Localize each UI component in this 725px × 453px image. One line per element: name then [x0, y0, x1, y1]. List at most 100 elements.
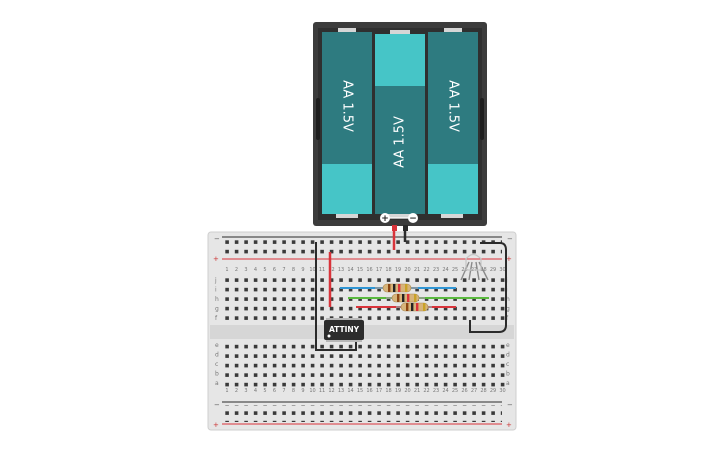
cell-2-label: AA 1.5V [393, 116, 408, 168]
column-number-23-top: 23 [433, 267, 439, 273]
column-number-10-bottom: 10 [309, 388, 315, 394]
column-number-7-top: 7 [282, 267, 285, 273]
column-number-29-top: 29 [490, 267, 496, 273]
column-number-11-bottom: 11 [319, 388, 325, 394]
column-number-16-top: 16 [366, 267, 372, 273]
rgb-led[interactable] [460, 253, 489, 281]
bottom-power-rail[interactable]: − − + + [213, 401, 513, 429]
column-number-24-bottom: 24 [442, 388, 448, 394]
negative-terminal-icon[interactable] [408, 213, 418, 223]
black-wire-ground-loop[interactable] [315, 242, 357, 351]
column-number-16-bottom: 16 [366, 388, 372, 394]
resistor-1[interactable] [375, 283, 418, 293]
red-lead-connector [392, 225, 397, 231]
column-number-7-bottom: 7 [282, 388, 285, 394]
column-number-25-top: 25 [452, 267, 458, 273]
row-letter-c-left: c [215, 361, 218, 368]
positive-terminal-icon[interactable] [380, 213, 390, 223]
row-letter-h-right: h [506, 296, 510, 303]
column-number-15-bottom: 15 [357, 388, 363, 394]
column-number-8-top: 8 [292, 267, 295, 273]
bottom-rail-plus-right: + [506, 421, 512, 429]
column-number-22-bottom: 22 [423, 388, 429, 394]
column-number-26-top: 26 [461, 267, 467, 273]
bottom-rail-plus-left: + [213, 421, 219, 429]
top-rail-holes[interactable] [222, 240, 502, 257]
column-number-3-bottom: 3 [244, 388, 247, 394]
column-number-13-top: 13 [338, 267, 344, 273]
column-number-30-bottom: 30 [499, 388, 505, 394]
column-number-19-bottom: 19 [395, 388, 401, 394]
row-letter-h-left: h [215, 296, 219, 303]
column-number-19-top: 19 [395, 267, 401, 273]
chip-label: ATTINY [329, 325, 360, 334]
column-number-22-top: 22 [423, 267, 429, 273]
column-number-13-bottom: 13 [338, 388, 344, 394]
battery-cell-1[interactable]: AA 1.5V [322, 28, 372, 218]
column-number-26-bottom: 26 [461, 388, 467, 394]
row-letter-f-right: f [506, 315, 509, 322]
column-number-14-bottom: 14 [347, 388, 353, 394]
column-number-10-top: 10 [309, 267, 315, 273]
chip-pin1-marker [327, 334, 331, 338]
column-number-9-top: 9 [301, 267, 304, 273]
row-letter-g-left: g [215, 306, 219, 313]
right-clip [480, 98, 484, 140]
attiny-chip[interactable]: ATTINY [324, 318, 364, 342]
column-number-2-top: 2 [235, 267, 238, 273]
column-number-24-top: 24 [442, 267, 448, 273]
column-number-1-bottom: 1 [225, 388, 228, 394]
column-number-11-top: 11 [319, 267, 325, 273]
column-number-4-bottom: 4 [254, 388, 257, 394]
led-dome-icon [465, 253, 482, 271]
resistor-2[interactable] [386, 293, 425, 303]
row-letter-j-left: j [214, 277, 217, 284]
column-number-27-bottom: 27 [471, 388, 477, 394]
chip-body [324, 320, 364, 340]
bottom-rail-holes[interactable] [222, 405, 502, 422]
row-letter-i-left: i [215, 287, 217, 294]
row-letter-e-right: e [506, 342, 510, 349]
battery-pack[interactable]: AA 1.5V AA 1.5V AA 1.5V + − [313, 22, 487, 231]
bottom-rail-minus-left: − [214, 401, 220, 409]
positive-terminal-symbol: + [381, 214, 389, 224]
column-number-6-top: 6 [273, 267, 276, 273]
black-wire-right-loop[interactable] [469, 242, 507, 333]
column-number-21-bottom: 21 [414, 388, 420, 394]
row-letter-b-left: b [215, 371, 219, 378]
left-clip [316, 98, 320, 140]
top-rail-minus-left: − [214, 235, 220, 243]
column-number-17-top: 17 [376, 267, 382, 273]
row-letter-f-left: f [215, 315, 218, 322]
column-number-18-top: 18 [385, 267, 391, 273]
column-number-14-top: 14 [347, 267, 353, 273]
column-number-2-bottom: 2 [235, 388, 238, 394]
battery-cell-3[interactable]: AA 1.5V [428, 28, 478, 218]
top-power-rail[interactable]: − − + + [213, 235, 513, 263]
row-letter-g-right: g [506, 306, 510, 313]
black-lead-connector [403, 225, 408, 231]
column-number-30-top: 30 [499, 267, 505, 273]
column-number-23-bottom: 23 [433, 388, 439, 394]
row-letter-a-right: a [506, 380, 510, 387]
row-letter-b-right: b [506, 371, 510, 378]
cell-1-label: AA 1.5V [340, 80, 355, 132]
column-number-5-bottom: 5 [263, 388, 266, 394]
row-letter-c-right: c [506, 361, 509, 368]
battery-cell-2[interactable]: AA 1.5V [375, 30, 425, 218]
column-number-20-bottom: 20 [404, 388, 410, 394]
column-number-3-top: 3 [244, 267, 247, 273]
row-letter-a-left: a [215, 380, 219, 387]
column-number-20-top: 20 [404, 267, 410, 273]
column-number-8-bottom: 8 [292, 388, 295, 394]
lower-terminal-holes[interactable] [222, 341, 507, 387]
battery-terminals[interactable]: + − [380, 213, 418, 224]
row-letter-d-left: d [215, 352, 219, 359]
row-letter-d-right: d [506, 352, 510, 359]
top-rail-plus-right: + [506, 255, 512, 263]
negative-terminal-symbol: − [409, 214, 417, 224]
column-number-28-bottom: 28 [480, 388, 486, 394]
resistor-3[interactable] [396, 302, 432, 312]
